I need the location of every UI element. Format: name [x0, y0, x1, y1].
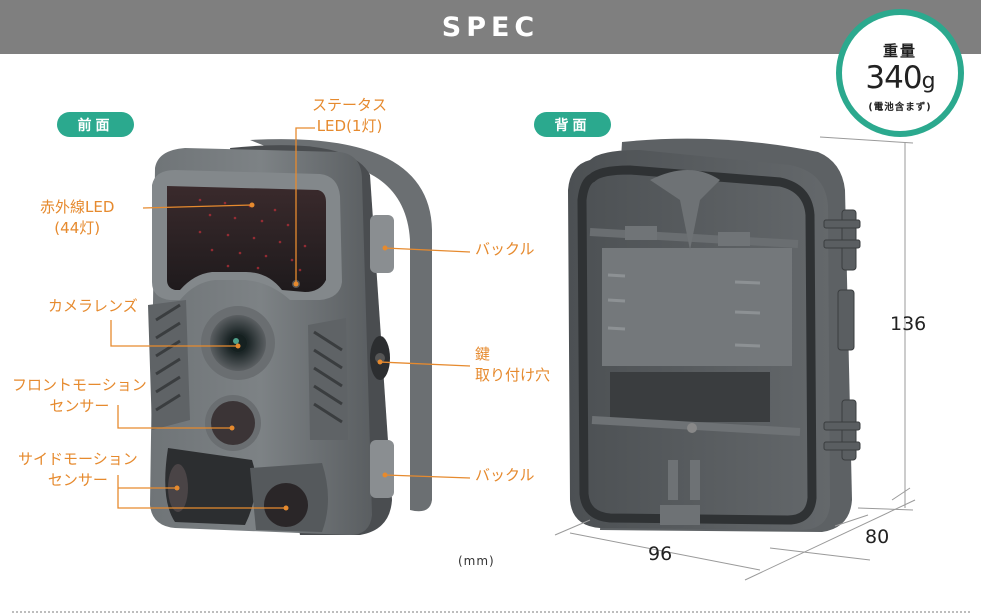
back-camera-illustration	[568, 138, 861, 532]
callout-line: (44灯)	[54, 219, 101, 237]
weight-badge: 重量 340g (電池含まず)	[836, 9, 964, 137]
callout-status-led: ステータス LED(1灯)	[312, 95, 387, 137]
callout-line: サイドモーション	[18, 450, 138, 468]
back-view-label: 背面	[534, 112, 611, 137]
callout-camera-lens: カメラレンズ	[48, 296, 138, 317]
dimension-width: 96	[648, 543, 673, 565]
callout-buckle-top: バックル	[475, 239, 535, 260]
front-view-label: 前面	[57, 112, 134, 137]
weight-number: 340	[865, 59, 922, 96]
section-divider	[12, 611, 970, 613]
callout-line: バックル	[475, 466, 535, 484]
callout-buckle-bottom: バックル	[475, 465, 535, 486]
callout-side-motion-sensor: サイドモーション センサー	[18, 449, 138, 491]
weight-unit: g	[921, 68, 936, 94]
callout-line: ステータス	[312, 96, 388, 114]
callout-lock-hole: 鍵 取り付け穴	[475, 344, 550, 386]
weight-note: (電池含まず)	[868, 101, 932, 113]
callout-line: 赤外線LED	[40, 198, 115, 216]
unit-note: (mm)	[458, 554, 495, 568]
dimension-lines	[554, 136, 916, 581]
weight-label: 重量	[882, 41, 917, 60]
callout-line: センサー	[47, 471, 108, 489]
dimension-depth: 80	[865, 526, 890, 548]
callout-leaders	[110, 127, 471, 509]
page-title: SPEC	[441, 11, 540, 43]
callout-line: カメラレンズ	[48, 297, 138, 315]
callout-line: フロントモーション	[12, 376, 147, 394]
callout-line: LED(1灯)	[316, 117, 383, 135]
dimension-height: 136	[890, 313, 927, 335]
callout-front-motion-sensor: フロントモーション センサー	[12, 375, 147, 417]
callout-line: バックル	[475, 240, 535, 258]
callout-ir-led: 赤外線LED (44灯)	[40, 197, 114, 239]
weight-value: 340g	[865, 59, 936, 99]
callout-line: センサー	[49, 397, 110, 415]
front-camera-illustration	[148, 139, 432, 536]
callout-line: 取り付け穴	[475, 366, 551, 384]
spec-header-bar: SPEC	[0, 0, 981, 54]
callout-line: 鍵	[475, 345, 491, 363]
